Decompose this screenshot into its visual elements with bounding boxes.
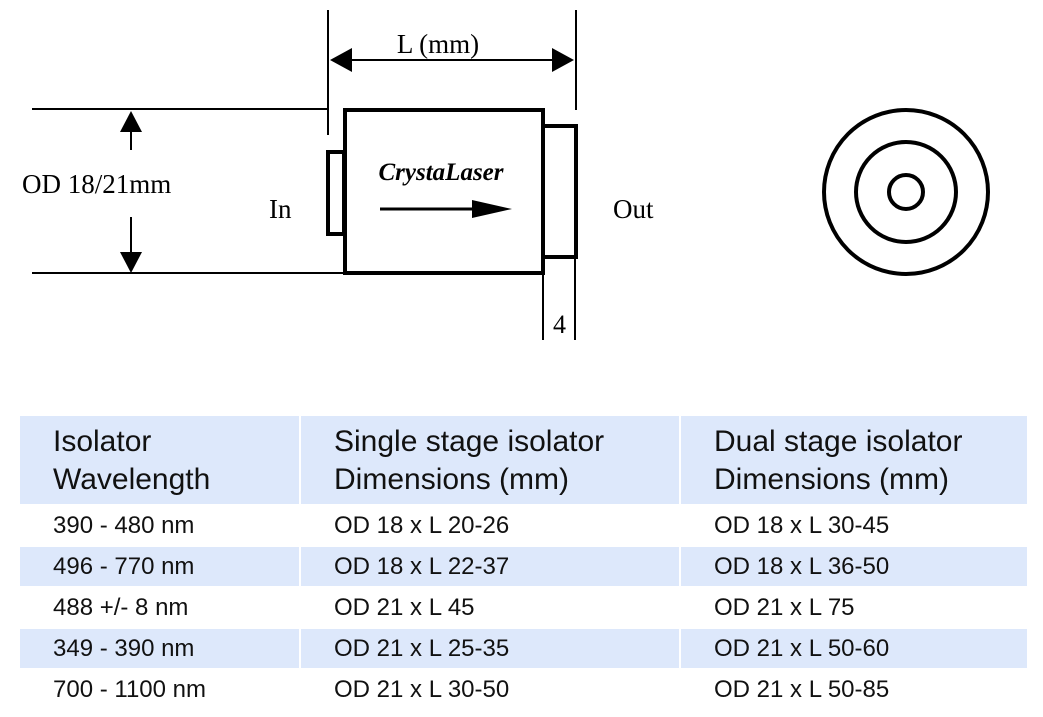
cell-single-stage: OD 21 x L 45 [299,587,680,629]
flange-label: 4 [553,310,566,339]
length-dimension: L (mm) [327,10,577,135]
header-line: Dimensions (mm) [334,463,570,496]
cell-dual-stage: OD 21 x L 50-60 [679,628,1027,670]
table-row: 488 +/- 8 nm OD 21 x L 45 OD 21 x L 75 [20,587,1027,629]
beam-arrow-icon [472,200,512,218]
cell-dual-stage: OD 18 x L 30-45 [679,505,1027,547]
length-label: L (mm) [397,29,479,59]
length-arrowhead-right [552,48,574,72]
cell-single-stage: OD 18 x L 20-26 [299,505,680,547]
header-line: Dimensions (mm) [714,463,950,496]
header-line: Isolator [53,425,152,458]
length-arrowhead-left [330,48,352,72]
header-line: Dual stage isolator [714,425,963,458]
cell-single-stage: OD 18 x L 22-37 [299,546,680,588]
diameter-dimension: OD 18/21mm [22,108,344,274]
brand-label: CrystaLaser [379,159,504,186]
cell-dual-stage: OD 21 x L 75 [679,587,1027,629]
table-row: 496 - 770 nm OD 18 x L 22-37 OD 18 x L 3… [20,546,1027,588]
cell-single-stage: OD 21 x L 30-50 [299,669,680,711]
cell-wavelength: 349 - 390 nm [20,628,300,670]
diameter-label: OD 18/21mm [22,169,171,199]
table-row: 700 - 1100 nm OD 21 x L 30-50 OD 21 x L … [20,669,1027,711]
cell-wavelength: 700 - 1100 nm [20,669,300,711]
table-row: 349 - 390 nm OD 21 x L 25-35 OD 21 x L 5… [20,628,1027,670]
isolator-end-view [822,108,990,276]
header-line: Single stage isolator [334,425,605,458]
isolator-side-view: CrystaLaser In Out [269,108,654,275]
flange-dimension: 4 [542,258,576,340]
isolator-dimension-diagram: L (mm) OD 18/21mm CrystaLaser In Out 4 [22,10,990,340]
input-label: In [269,194,292,224]
end-view-outer-ring [822,108,990,276]
diameter-arrowhead-top [120,111,142,132]
output-flange [541,124,578,259]
isolator-body [343,108,545,275]
cell-wavelength: 496 - 770 nm [20,546,300,588]
cell-single-stage: OD 21 x L 25-35 [299,628,680,670]
cell-dual-stage: OD 18 x L 36-50 [679,546,1027,588]
cell-dual-stage: OD 21 x L 50-85 [679,669,1027,711]
cell-wavelength: 390 - 480 nm [20,505,300,547]
end-view-middle-ring [854,140,958,244]
header-line: Wavelength [53,463,211,496]
end-view-aperture [887,173,925,211]
diameter-arrowhead-bottom [120,252,142,273]
output-label: Out [613,194,654,224]
input-flange [326,150,346,236]
cell-wavelength: 488 +/- 8 nm [20,587,300,629]
table-row: 390 - 480 nm OD 18 x L 20-26 OD 18 x L 3… [20,505,1027,547]
